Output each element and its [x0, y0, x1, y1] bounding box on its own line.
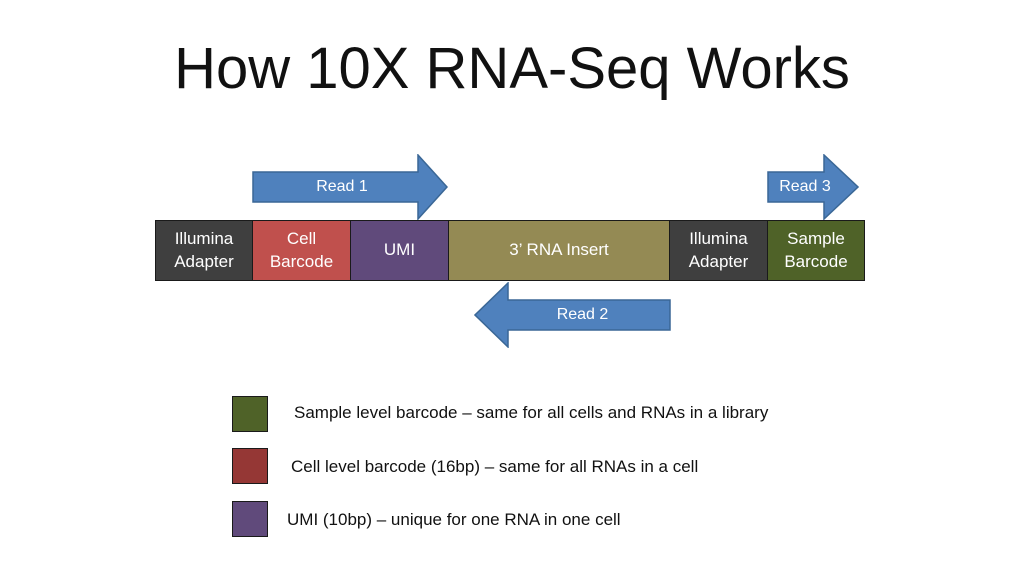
read-3-label: Read 3 [779, 178, 831, 195]
legend-text-umi: UMI (10bp) – unique for one RNA in one c… [287, 510, 621, 529]
segment-rna-insert: 3’ RNA Insert [448, 220, 670, 281]
legend-text-sample-barcode: Sample level barcode – same for all cell… [294, 403, 769, 422]
read-1-arrow: Read 1 [252, 154, 448, 220]
segment-label: UMI [383, 240, 416, 260]
segment-label: Cell Barcode [269, 228, 334, 271]
segment-illumina-adapter-1: Illumina Adapter [155, 220, 253, 281]
segment-label: Illumina Adapter [688, 228, 749, 271]
legend-swatch-sample-barcode [232, 396, 268, 432]
read-2-arrow: Read 2 [474, 282, 671, 348]
segment-label: Sample Barcode [784, 228, 848, 271]
segment-umi: UMI [350, 220, 449, 281]
read-3-arrow: Read 3 [767, 154, 859, 220]
right-arrow-icon [252, 154, 448, 220]
segment-label: 3’ RNA Insert [509, 240, 609, 260]
slide-title: How 10X RNA-Seq Works [174, 36, 850, 101]
segment-cell-barcode: Cell Barcode [252, 220, 351, 281]
read-1-label: Read 1 [316, 178, 368, 195]
segment-illumina-adapter-2: Illumina Adapter [669, 220, 768, 281]
segment-sample-barcode: Sample Barcode [767, 220, 865, 281]
legend-text-cell-barcode: Cell level barcode (16bp) – same for all… [291, 457, 699, 476]
left-arrow-icon [474, 282, 671, 348]
right-arrow-icon [767, 154, 859, 220]
legend-swatch-umi [232, 501, 268, 537]
legend-swatch-cell-barcode [232, 448, 268, 484]
segment-label: Illumina Adapter [174, 228, 234, 271]
read-2-label: Read 2 [556, 306, 609, 323]
